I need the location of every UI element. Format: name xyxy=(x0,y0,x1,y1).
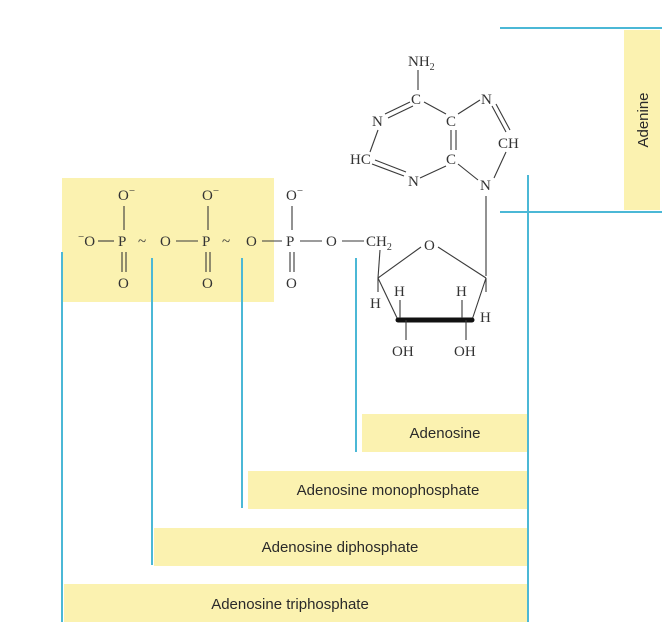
phosphate-highlight xyxy=(62,178,274,302)
svg-text:CH: CH xyxy=(498,136,519,152)
svg-text:H: H xyxy=(394,284,405,300)
adp-label-panel xyxy=(154,528,528,566)
svg-text:N: N xyxy=(408,174,419,190)
hydroxyl-2: OH xyxy=(392,344,414,360)
svg-text:O: O xyxy=(286,276,297,292)
svg-text:N: N xyxy=(372,114,383,130)
svg-text:H: H xyxy=(456,284,467,300)
highlight-panels xyxy=(62,30,660,622)
svg-text:O: O xyxy=(118,276,129,292)
phosphorus-beta: P xyxy=(202,234,210,250)
svg-text:O−: O− xyxy=(118,185,135,204)
bracket-lines xyxy=(61,27,662,622)
phosphate-chain: −O P ~ O P ~ O P O O− O− O− O O xyxy=(78,185,364,292)
atp-label-panel xyxy=(64,584,528,622)
svg-text:H: H xyxy=(480,310,491,326)
phosphorus-alpha: P xyxy=(286,234,294,250)
svg-text:C: C xyxy=(446,114,456,130)
ribose-sugar: O H H H H OH OH CH2 xyxy=(366,234,491,360)
adenine-base: NH2 C N C N CH HC C N N xyxy=(350,54,519,276)
svg-text:N: N xyxy=(481,92,492,108)
terminal-oxygen: −O xyxy=(78,231,95,250)
nh2-group: NH2 xyxy=(408,54,435,73)
amp-label-panel xyxy=(248,471,528,509)
svg-text:O: O xyxy=(246,234,257,250)
svg-text:C: C xyxy=(446,152,456,168)
svg-text:N: N xyxy=(480,178,491,194)
svg-text:O: O xyxy=(160,234,171,250)
svg-text:H: H xyxy=(370,296,381,312)
svg-text:O: O xyxy=(326,234,337,250)
anhydride-tilde-1: ~ xyxy=(138,234,146,250)
adenosine-label: Adenosine xyxy=(410,425,481,442)
svg-text:O: O xyxy=(202,276,213,292)
adenine-label: Adenine xyxy=(635,92,652,147)
adp-label: Adenosine diphosphate xyxy=(262,539,419,556)
ch2-group: CH2 xyxy=(366,234,392,253)
svg-text:O: O xyxy=(424,238,435,254)
anhydride-tilde-2: ~ xyxy=(222,234,230,250)
svg-text:HC: HC xyxy=(350,152,371,168)
atp-label: Adenosine triphosphate xyxy=(211,596,369,613)
adenosine-label-panel xyxy=(362,414,528,452)
phosphorus-gamma: P xyxy=(118,234,126,250)
adenine-label-panel xyxy=(624,30,660,210)
svg-text:O−: O− xyxy=(202,185,219,204)
svg-text:C: C xyxy=(411,92,421,108)
svg-text:O−: O− xyxy=(286,185,303,204)
hydroxyl-3: OH xyxy=(454,344,476,360)
amp-label: Adenosine monophosphate xyxy=(297,482,480,499)
